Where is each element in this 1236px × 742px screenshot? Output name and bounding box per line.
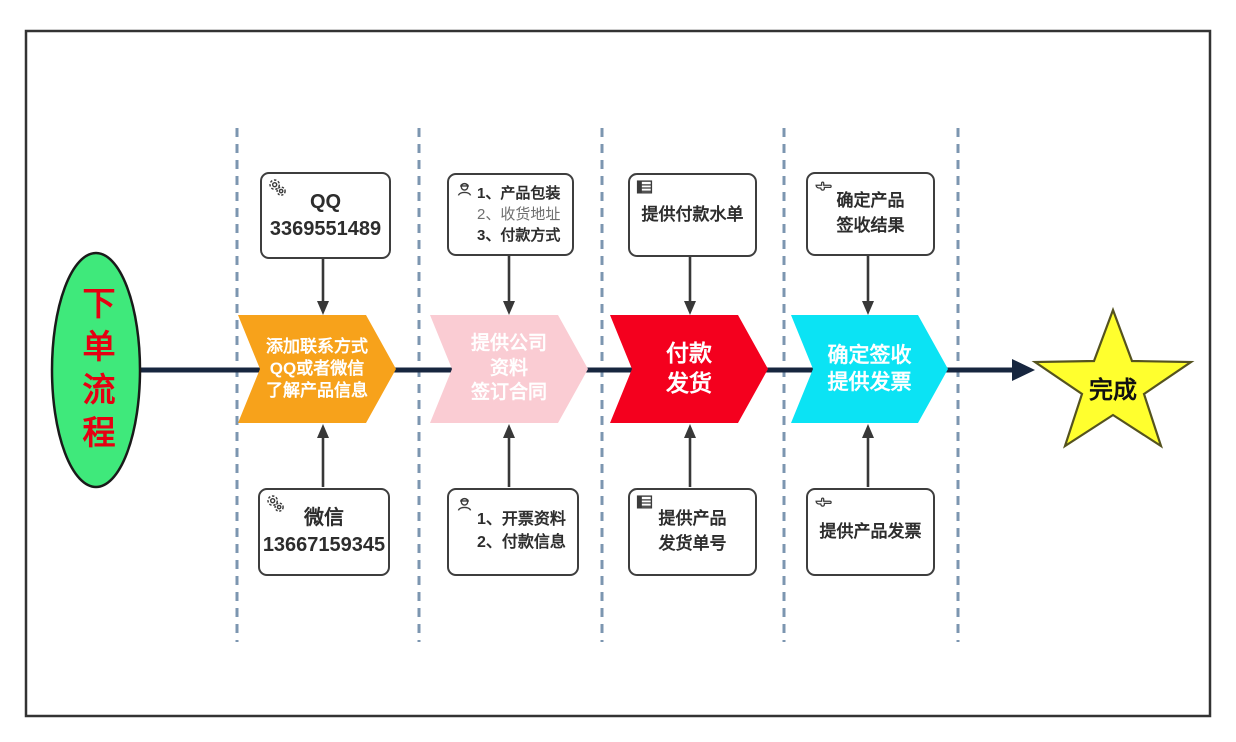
chevron-line: QQ或者微信	[269, 358, 365, 378]
diagram-border	[24, 29, 1212, 718]
worker-icon	[457, 182, 472, 196]
gears-icon	[269, 179, 286, 196]
chevron-line: 资料	[489, 357, 528, 379]
chevron-line: 确定签收	[827, 343, 912, 367]
box-line: 1、开票资料	[477, 511, 566, 529]
chevron-line: 签订合同	[470, 382, 547, 404]
box-line: 微信	[304, 507, 344, 529]
box-line: 13667159345	[262, 534, 386, 556]
arrowhead-down-3	[684, 301, 696, 315]
chevron-add-contact: 添加联系方式 QQ或者微信 了解产品信息	[238, 315, 396, 423]
box-line: 3、付款方式	[477, 227, 561, 245]
shipping-number-box: 提供产品 发货单号	[628, 488, 757, 576]
arrowhead-up-2	[503, 424, 515, 438]
spreadsheet-icon	[636, 495, 653, 509]
chevron-line: 提供发票	[827, 371, 912, 394]
start-ellipse	[50, 251, 142, 489]
chevron-line: 了解产品信息	[266, 381, 368, 401]
start-label: 下单流程	[78, 286, 115, 458]
box-line: 1、产品包装	[477, 184, 561, 202]
chevron-sign-invoice: 确定签收 提供发票	[791, 315, 948, 423]
box-line: 2、收货地址	[477, 205, 561, 223]
connector-arrowheads	[317, 301, 874, 438]
arrowhead-up-4	[862, 424, 874, 438]
gears-icon	[267, 495, 284, 512]
pointing-hand-icon	[815, 181, 832, 191]
chevron-company-info-contract: 提供公司 资料 签订合同	[430, 315, 588, 423]
box-line: 3369551489	[269, 217, 382, 240]
box-line: 发货单号	[658, 534, 727, 553]
chevron-pay-ship: 付款 发货	[610, 315, 768, 423]
connector-arrows	[321, 253, 870, 487]
product-invoice-box: 提供产品发票	[806, 488, 935, 576]
pointing-hand-icon	[815, 497, 832, 507]
box-line: 签收结果	[836, 216, 905, 235]
arrowhead-up-3	[684, 424, 696, 438]
box-line: 提供产品发票	[819, 521, 922, 541]
box-line: 提供产品	[658, 509, 727, 529]
order-info-box: 1、产品包装 2、收货地址 3、付款方式	[447, 173, 574, 256]
chevron-line: 添加联系方式	[266, 336, 368, 356]
swimlane-separators	[235, 128, 960, 642]
box-line: 2、付款信息	[477, 534, 566, 551]
box-line: QQ	[309, 190, 342, 213]
wechat-contact-box: 微信 13667159345	[258, 488, 390, 576]
box-line: 确定产品	[836, 191, 905, 211]
spreadsheet-icon	[636, 180, 653, 194]
sign-result-box: 确定产品 签收结果	[806, 172, 935, 256]
chevron-line: 付款	[666, 340, 712, 367]
finish-label: 完成	[1089, 377, 1137, 404]
chevron-line: 发货	[666, 370, 712, 396]
worker-icon	[457, 497, 472, 511]
arrowhead-down-2	[503, 301, 515, 315]
box-line: 提供付款水单	[641, 204, 744, 224]
invoice-info-box: 1、开票资料 2、付款信息	[447, 488, 579, 576]
arrowhead-down-1	[317, 301, 329, 315]
arrowhead-down-4	[862, 301, 874, 315]
arrowhead-up-1	[317, 424, 329, 438]
qq-contact-box: QQ 3369551489	[260, 172, 391, 259]
finish-star	[1031, 306, 1195, 449]
chevron-line: 提供公司	[470, 332, 547, 354]
payment-slip-box: 提供付款水单	[628, 173, 757, 257]
main-flow-arrowhead	[1012, 359, 1035, 381]
